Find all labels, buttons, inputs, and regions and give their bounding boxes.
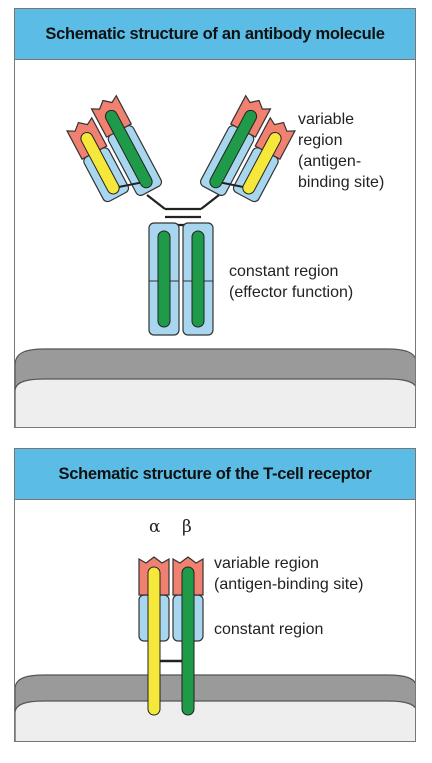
tcr-panel-title: Schematic structure of the T-cell recept…	[15, 449, 415, 500]
variable-region-line-3: (antigen-	[298, 153, 362, 170]
tcr-constant-region-label: constant region	[214, 621, 324, 638]
left-fab-arm	[66, 94, 163, 203]
tcr-panel: Schematic structure of the T-cell recept…	[14, 448, 416, 742]
tcr-variable-region-line-1: variable region	[214, 555, 319, 572]
alpha-label: α	[149, 517, 161, 537]
variable-region-line-4: binding site)	[298, 174, 385, 191]
antibody-diagram	[15, 94, 415, 427]
tcr-diagram	[15, 556, 415, 741]
tcr-variable-region-line-2: (antigen-binding site)	[214, 576, 364, 593]
antibody-panel: Schematic structure of an antibody molec…	[14, 8, 416, 428]
constant-region-line-1: constant region	[229, 263, 339, 280]
variable-region-label: variable region (antigen- binding site)	[298, 109, 384, 193]
variable-region-line-2: region	[298, 132, 343, 149]
hinge-disulfide-bonds	[146, 194, 220, 227]
tcr-alpha-chain	[138, 556, 170, 716]
tcr-variable-region-label: variable region (antigen-binding site)	[214, 553, 363, 595]
constant-region-line-2: (effector function)	[229, 284, 354, 301]
cytoplasm	[15, 378, 415, 427]
right-fab-arm	[199, 94, 296, 203]
tcr-beta-chain	[172, 556, 204, 716]
antibody-panel-title: Schematic structure of an antibody molec…	[15, 9, 415, 60]
fc-constant-region	[148, 222, 214, 336]
beta-label: β	[182, 517, 192, 537]
constant-region-label: constant region (effector function)	[229, 261, 353, 303]
cytoplasm	[15, 700, 415, 741]
variable-region-line-1: variable	[298, 111, 355, 128]
